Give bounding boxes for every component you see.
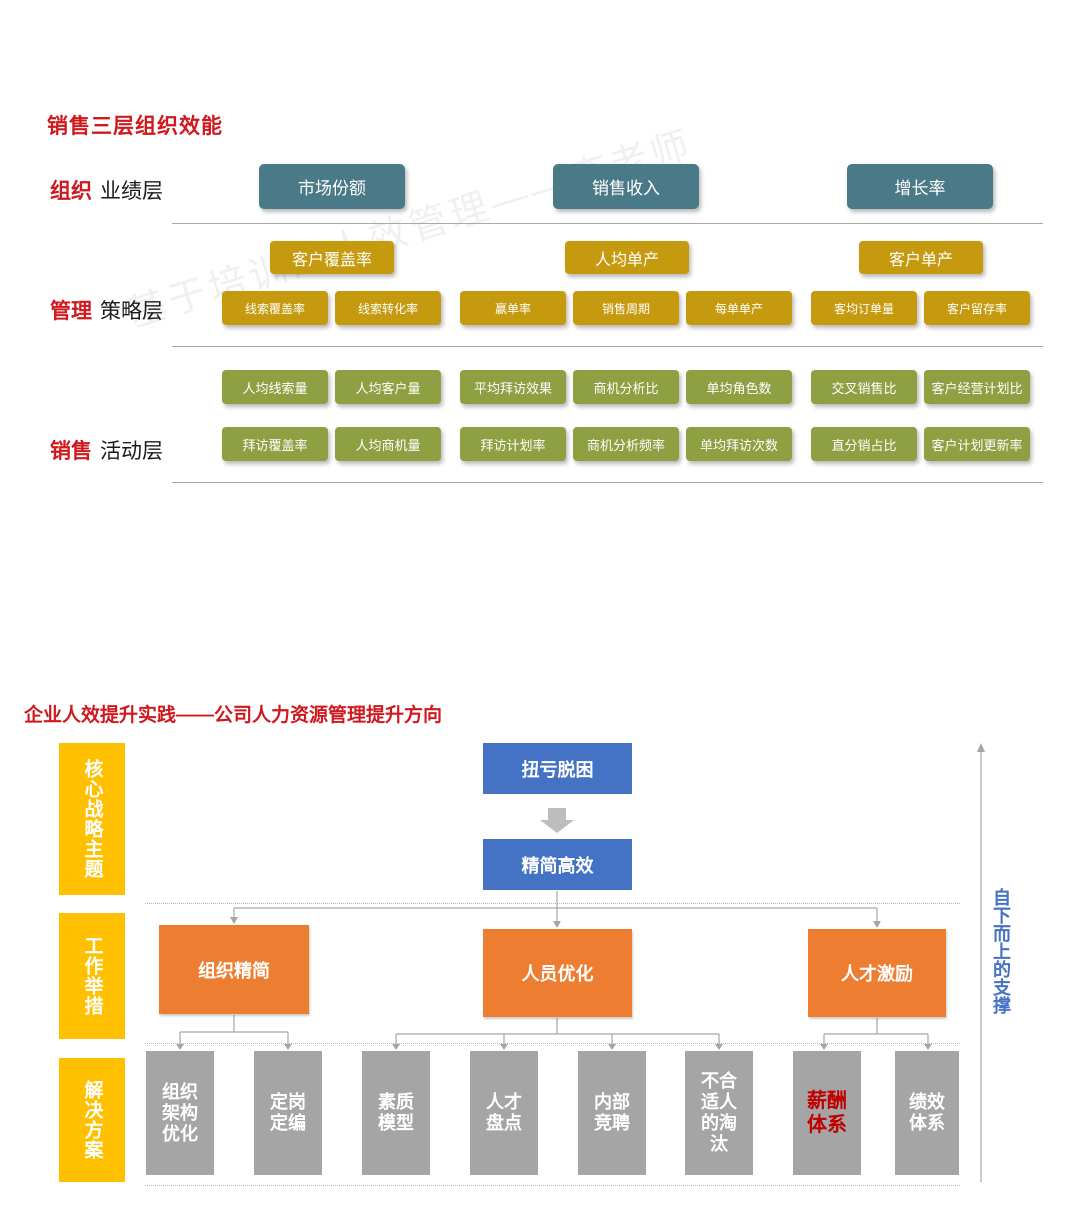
strategy-sub-box: 客户留存率	[924, 291, 1030, 325]
dotted-separator	[145, 1185, 960, 1186]
layer-label-activity: 销售活动层	[50, 435, 163, 465]
strategy-box: 客户单产	[859, 241, 983, 274]
category-label: 工作举措	[81, 936, 103, 1016]
solution-label: 内部 竞聘	[594, 1092, 630, 1133]
solution-box: 组织 架构 优化	[146, 1051, 214, 1175]
layer-label-black: 业绩层	[100, 180, 163, 203]
dotted-separator	[145, 903, 960, 904]
category-core-strategy: 核心战略主题	[59, 743, 125, 895]
activity-box: 客户经营计划比	[924, 370, 1030, 404]
divider-line	[172, 346, 1043, 347]
solution-box: 素质 模型	[362, 1051, 430, 1175]
strategy-sub-box: 线索覆盖率	[222, 291, 328, 325]
activity-box: 人均商机量	[335, 427, 441, 461]
measure-box-org-streamline: 组织精简	[159, 925, 309, 1014]
category-solutions: 解决方案	[59, 1058, 125, 1182]
strategy-sub-box: 客均订单量	[811, 291, 917, 325]
layer-label-black: 活动层	[100, 440, 163, 463]
metric-box-market-share: 市场份额	[259, 164, 405, 209]
solution-box: 绩效 体系	[895, 1051, 959, 1175]
strategy-sub-box: 销售周期	[573, 291, 679, 325]
activity-box: 人均线索量	[222, 370, 328, 404]
solution-label: 素质 模型	[378, 1092, 414, 1133]
category-measures: 工作举措	[59, 913, 125, 1039]
activity-box: 拜访覆盖率	[222, 427, 328, 461]
activity-box: 商机分析频率	[573, 427, 679, 461]
solution-label: 组织 架构 优化	[162, 1081, 198, 1144]
solution-label: 不合 适人 的淘 汰	[701, 1071, 737, 1154]
strategy-sub-box: 线索转化率	[335, 291, 441, 325]
section1-title: 销售三层组织效能	[47, 115, 223, 138]
dotted-separator	[145, 1043, 960, 1044]
solution-label: 定岗 定编	[270, 1092, 306, 1133]
layer-label-red: 组织	[50, 180, 92, 203]
core-box-turnaround: 扭亏脱困	[483, 743, 632, 794]
strategy-box: 人均单产	[565, 241, 689, 274]
layer-label-red: 管理	[50, 300, 92, 323]
activity-box: 直分销占比	[811, 427, 917, 461]
strategy-box: 客户覆盖率	[270, 241, 394, 274]
category-label: 核心战略主题	[81, 759, 103, 879]
measure-box-talent-incentive: 人才激励	[808, 929, 946, 1017]
activity-box: 商机分析比	[573, 370, 679, 404]
layer-label-strategy: 管理策略层	[50, 295, 163, 325]
core-box-lean-efficient: 精简高效	[483, 839, 632, 890]
metric-box-sales-revenue: 销售收入	[553, 164, 699, 209]
layer-label-black: 策略层	[100, 300, 163, 323]
bottom-up-support-label: 自下而上的支撑	[991, 888, 1011, 1014]
section2-title: 企业人效提升实践——公司人力资源管理提升方向	[24, 705, 443, 726]
solution-box: 定岗 定编	[254, 1051, 322, 1175]
strategy-sub-box: 赢单率	[460, 291, 566, 325]
activity-box: 交叉销售比	[811, 370, 917, 404]
layer-label-red: 销售	[50, 440, 92, 463]
divider-line	[172, 482, 1043, 483]
divider-line	[172, 223, 1043, 224]
activity-box: 拜访计划率	[460, 427, 566, 461]
activity-box: 平均拜访效果	[460, 370, 566, 404]
strategy-sub-box: 每单单产	[686, 291, 792, 325]
activity-box: 客户计划更新率	[924, 427, 1030, 461]
layer-label-performance: 组织业绩层	[50, 175, 163, 205]
metric-box-growth-rate: 增长率	[847, 164, 993, 209]
activity-box: 单均拜访次数	[686, 427, 792, 461]
solution-box: 内部 竞聘	[578, 1051, 646, 1175]
activity-box: 单均角色数	[686, 370, 792, 404]
solution-box: 不合 适人 的淘 汰	[685, 1051, 753, 1175]
solution-label: 薪酬 体系	[807, 1090, 847, 1136]
category-label: 解决方案	[81, 1080, 103, 1160]
solution-label: 绩效 体系	[909, 1092, 945, 1133]
solution-box-highlighted: 薪酬 体系	[793, 1051, 861, 1175]
measure-box-staff-optimize: 人员优化	[483, 929, 632, 1017]
solution-label: 人才 盘点	[486, 1092, 522, 1133]
activity-box: 人均客户量	[335, 370, 441, 404]
solution-box: 人才 盘点	[470, 1051, 538, 1175]
